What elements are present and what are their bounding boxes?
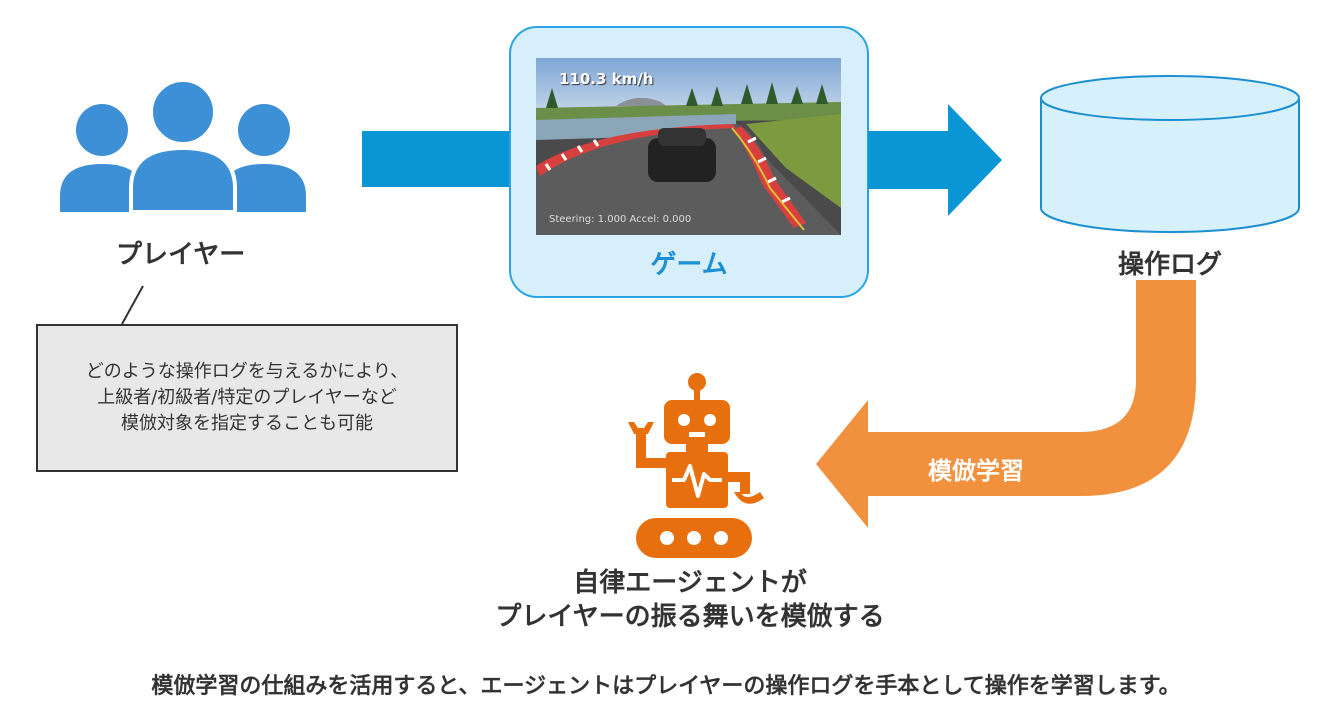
arrow-shaft-player-to-game xyxy=(362,131,510,187)
database-cylinder-icon xyxy=(1040,75,1300,233)
note-line-3: 模倣対象を指定することも可能 xyxy=(121,413,373,434)
hud-controls: Steering: 1.000 Accel: 0.000 xyxy=(549,214,692,225)
player-group-icon xyxy=(60,78,306,214)
game-screenshot xyxy=(536,58,841,235)
note-line-1: どのような操作ログを与えるかにより、 xyxy=(85,361,409,382)
player-label: プレイヤー xyxy=(116,240,246,270)
hud-speed: 110.3 km/h xyxy=(559,70,654,88)
note-box: どのような操作ログを与えるかにより、 上級者/初級者/特定のプレイヤーなど 模倣… xyxy=(36,324,458,472)
agent-label-line1: 自律エージェントが xyxy=(573,568,807,598)
game-label: ゲーム xyxy=(650,250,728,280)
arrow-game-to-log xyxy=(868,104,1002,216)
note-line-2: 上級者/初級者/特定のプレイヤーなど xyxy=(97,387,397,408)
robot-icon xyxy=(628,373,764,558)
agent-label-line2: プレイヤーの振る舞いを模倣する xyxy=(495,602,885,632)
log-label: 操作ログ xyxy=(1117,250,1222,280)
caption: 模倣学習の仕組みを活用すると、エージェントはプレイヤーの操作ログを手本として操作… xyxy=(151,674,1181,699)
learning-label: 模倣学習 xyxy=(928,457,1024,485)
